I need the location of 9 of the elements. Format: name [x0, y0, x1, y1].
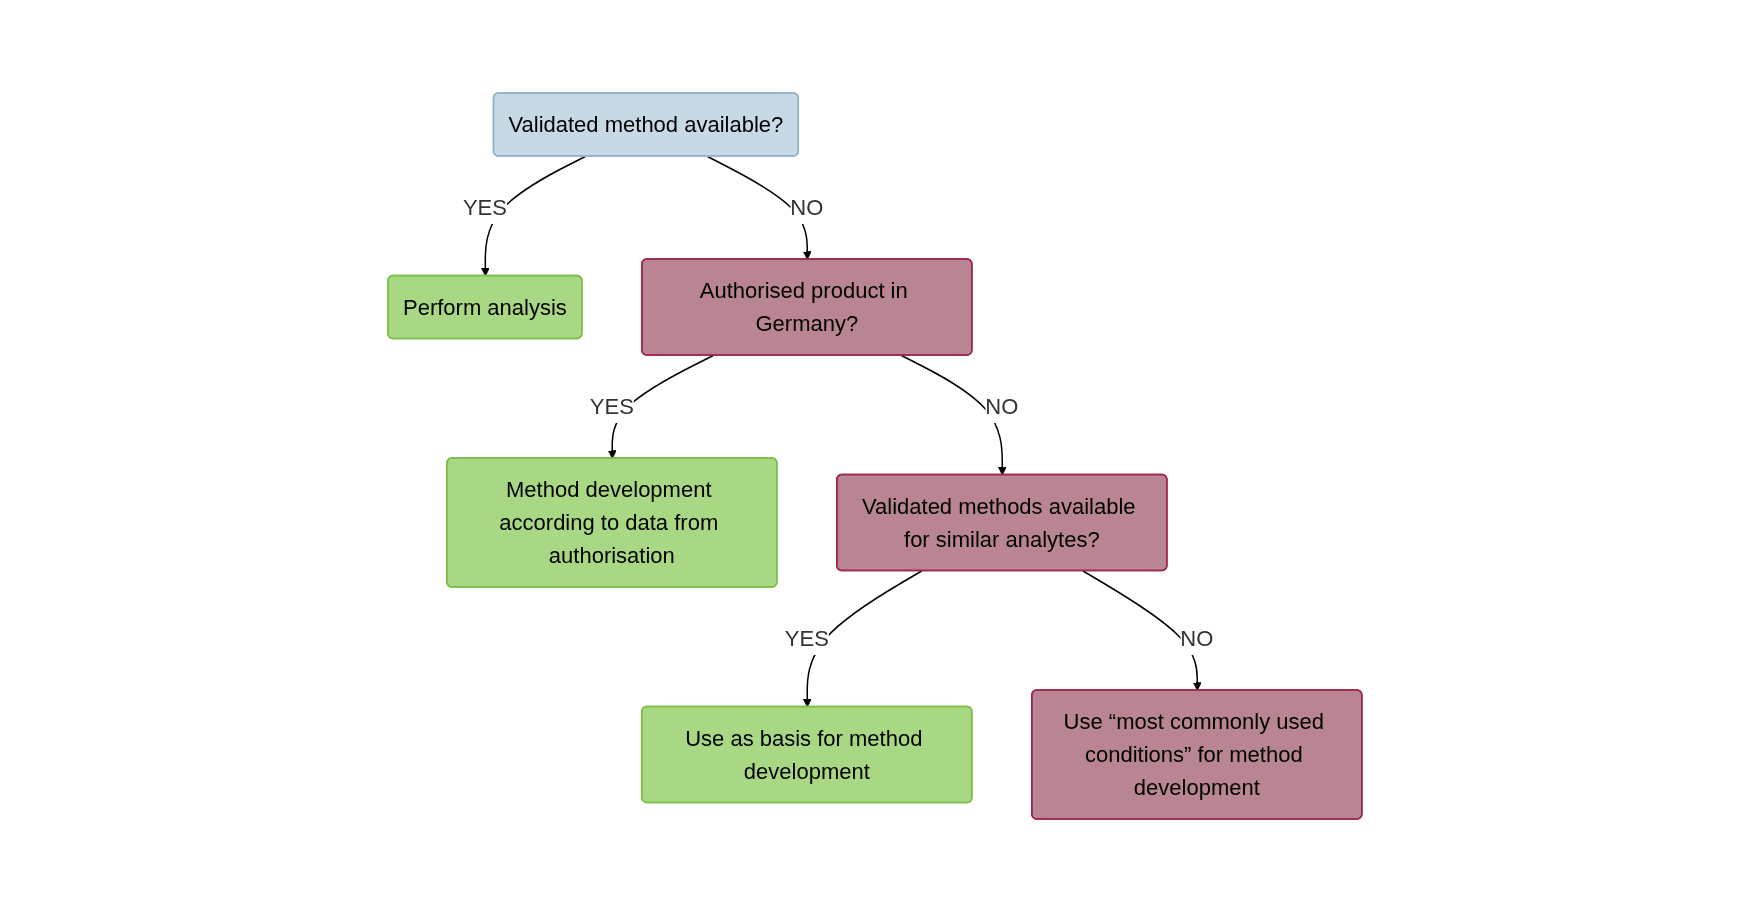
edge-label: NO — [1180, 625, 1214, 651]
edge-label: YES — [462, 194, 508, 220]
edge-label: NO — [790, 194, 824, 220]
arrow — [802, 569, 923, 707]
edge-label: YES — [784, 625, 829, 651]
edge-label: NO — [985, 393, 1019, 419]
arrow — [1082, 569, 1202, 691]
arrow — [900, 354, 1007, 475]
edge-label: YES — [589, 393, 634, 419]
